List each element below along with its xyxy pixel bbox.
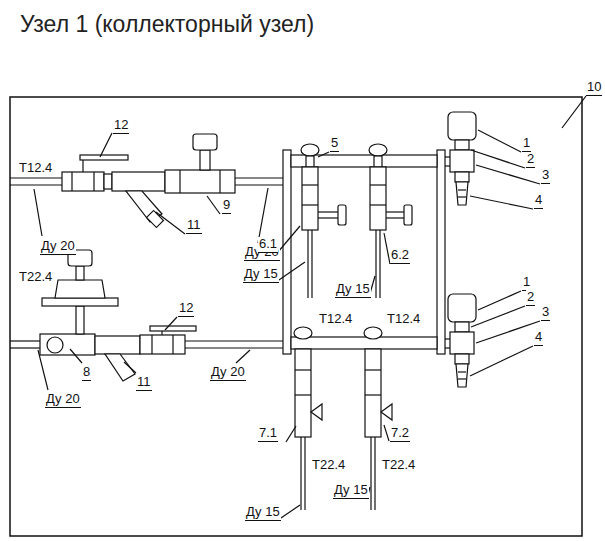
callout-number: 8	[82, 365, 91, 381]
callout-number: 12	[178, 301, 194, 317]
callout-number: 5	[330, 136, 339, 152]
pipe-label: Ду 20	[210, 365, 246, 381]
pipe-label: Ду 15	[333, 483, 369, 499]
pipe-label: Ду 15	[245, 505, 281, 521]
callout-number: 6.2	[390, 248, 410, 264]
pipe-label: T22.4	[18, 270, 53, 284]
callout-number: 2	[526, 152, 535, 168]
pipe-label: Ду 15	[243, 267, 279, 283]
callout-number: 9	[222, 198, 231, 214]
callout-number: 4	[534, 193, 543, 209]
drawing-title: Узел 1 (коллекторный узел)	[20, 10, 314, 38]
callout-number: 1	[522, 136, 531, 152]
callout-number: 11	[136, 375, 152, 391]
callout-number: 11	[186, 218, 202, 234]
pipe-label: Ду 15	[335, 282, 371, 298]
callout-number: 3	[541, 305, 550, 321]
callout-number: 2	[526, 290, 535, 306]
callout-number: 10	[586, 80, 602, 96]
callout-number: 4	[534, 330, 543, 346]
pipe-label: Ду 20	[40, 239, 76, 255]
callout-number: 3	[541, 168, 550, 184]
pipe-label: T12.4	[386, 312, 421, 326]
pipe-label: Ду 20	[45, 392, 81, 408]
callout-number: 12	[113, 118, 129, 134]
callout-number: 7.1	[258, 426, 278, 442]
callout-number: 1	[522, 275, 531, 291]
callout-number: 6.1	[258, 237, 278, 253]
pipe-label: T22.4	[381, 458, 416, 472]
pipe-label: T12.4	[318, 312, 353, 326]
pipe-label: T12.4	[18, 161, 53, 175]
callout-number: 7.2	[390, 426, 410, 442]
pipe-label: T22.4	[311, 458, 346, 472]
